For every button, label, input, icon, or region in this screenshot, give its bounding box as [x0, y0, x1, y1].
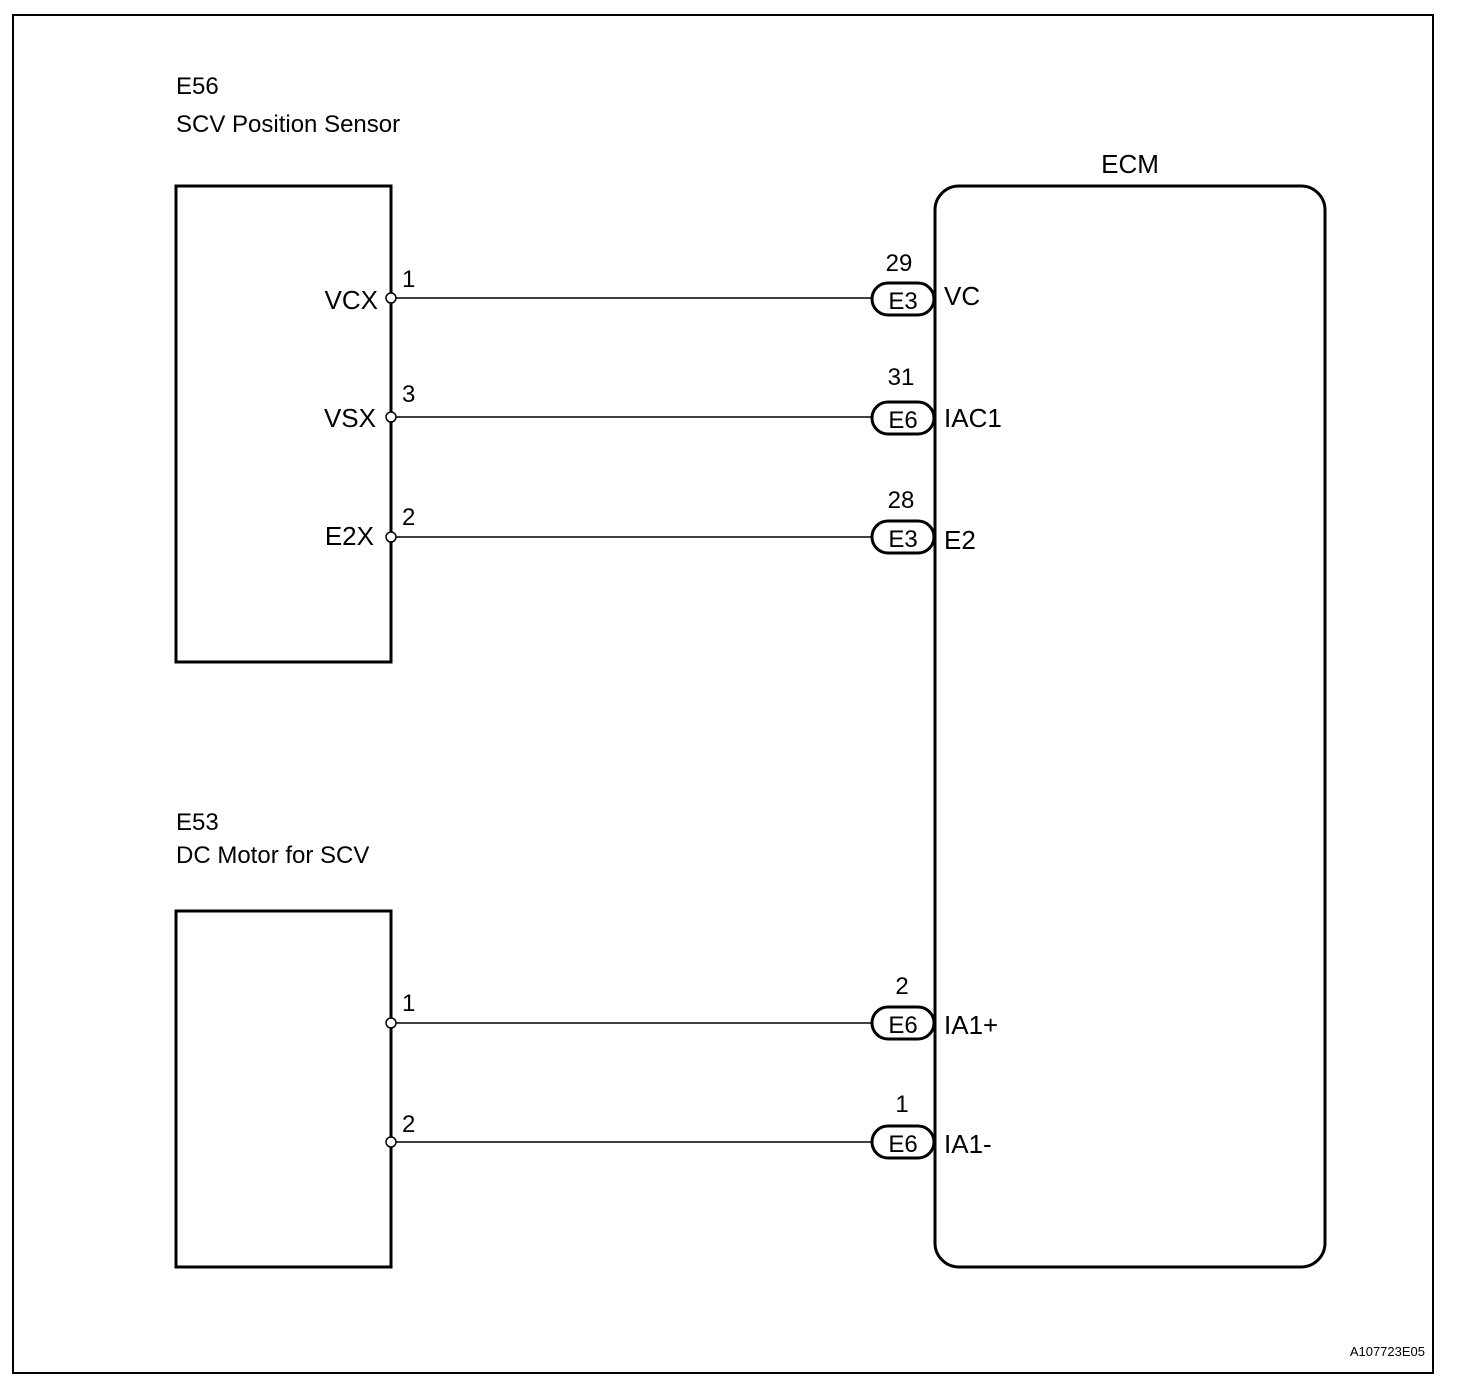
sensor-pin-name: VCX [325, 285, 378, 315]
sensor-code: E56 [176, 73, 219, 100]
sensor-name: SCV Position Sensor [176, 111, 400, 138]
motor-name: DC Motor for SCV [176, 842, 369, 869]
pin-terminal [385, 292, 397, 304]
connector-pill [870, 281, 936, 317]
connector-code: E3 [888, 288, 917, 315]
sensor-pin-number: 3 [402, 381, 415, 408]
connector-pill [870, 1005, 936, 1041]
terminal-number: 29 [886, 250, 913, 277]
ecm-terminal-iac1: E6 31 IAC1 [870, 364, 1002, 436]
connector-code: E3 [888, 526, 917, 553]
sensor-pin-name: VSX [324, 403, 376, 433]
connector-code: E6 [888, 407, 917, 434]
ecm-terminal-e2: E3 28 E2 [870, 487, 976, 555]
figure-id: A107723E05 [1350, 1344, 1425, 1359]
ecm-title: ECM [1101, 149, 1159, 179]
terminal-name: IA1- [944, 1129, 992, 1159]
sensor-pin-name: E2X [325, 521, 374, 551]
terminal-number: 1 [895, 1091, 908, 1118]
motor-box [174, 909, 393, 1269]
terminal-name: IA1+ [944, 1010, 998, 1040]
connector-pill [870, 400, 936, 436]
motor-pin-number: 1 [402, 990, 415, 1017]
terminal-number: 31 [888, 364, 915, 391]
connector-code: E6 [888, 1131, 917, 1158]
pin-terminal [385, 411, 397, 423]
sensor-pin-number: 2 [402, 504, 415, 531]
terminal-name: IAC1 [944, 403, 1002, 433]
motor-pin-number: 2 [402, 1111, 415, 1138]
terminal-name: VC [944, 281, 980, 311]
connector-pill [870, 1124, 936, 1160]
motor-code: E53 [176, 809, 219, 836]
pin-terminal [385, 1136, 397, 1148]
terminal-number: 2 [895, 973, 908, 1000]
pin-terminal [385, 1017, 397, 1029]
sensor-pin-number: 1 [402, 266, 415, 293]
pin-terminal [385, 531, 397, 543]
terminal-number: 28 [888, 487, 915, 514]
ecm-terminal-ia1plus: E6 2 IA1+ [870, 973, 998, 1041]
sensor-box [174, 184, 393, 664]
diagram-frame [12, 14, 1434, 1374]
terminal-name: E2 [944, 525, 976, 555]
connector-code: E6 [888, 1012, 917, 1039]
ecm-terminal-vc: E3 29 VC [870, 250, 980, 317]
connector-pill [870, 519, 936, 555]
ecm-box [933, 184, 1327, 1269]
ecm-terminal-ia1minus: E6 1 IA1- [870, 1091, 992, 1160]
